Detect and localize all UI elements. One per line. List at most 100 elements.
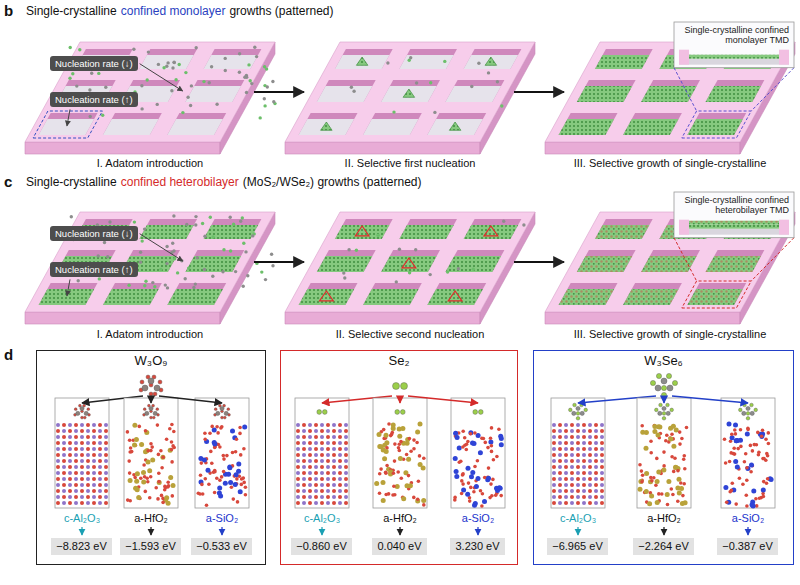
- illustration-part: [143, 284, 146, 287]
- illustration-part: [296, 423, 300, 427]
- illustration-part: [338, 447, 342, 451]
- illustration-part: [302, 453, 306, 457]
- atom: [742, 411, 746, 415]
- illustration-part: [296, 501, 300, 505]
- illustration-part: [101, 114, 104, 117]
- illustration-part: [62, 459, 66, 463]
- node-text: Single-crystalline confined monolayer TM…: [679, 25, 789, 46]
- energy-value: −0.860 eV: [296, 540, 346, 552]
- illustration-part: [232, 497, 236, 501]
- illustration-part: [570, 435, 574, 439]
- illustration-part: [582, 471, 586, 475]
- illustration-part: [545, 42, 795, 142]
- illustration-part: [588, 477, 592, 481]
- nucleus: [355, 226, 369, 236]
- illustration-part: [246, 274, 249, 277]
- trench-floor: [445, 256, 501, 272]
- illustration-part: [224, 57, 227, 60]
- illustration-part: [320, 459, 324, 463]
- illustration-part: [600, 441, 604, 445]
- illustration-part: [552, 483, 556, 487]
- illustration-part: [648, 479, 653, 484]
- heading-text: Single-crystalline: [26, 5, 117, 19]
- illustration-part: [210, 461, 214, 465]
- illustration-part: [97, 72, 100, 75]
- illustration-part: [62, 471, 66, 475]
- illustration-part: [222, 454, 226, 458]
- illustration-part: [296, 435, 300, 439]
- illustration-part: [644, 489, 649, 494]
- illustration-part: [417, 479, 421, 483]
- illustration-part: [86, 501, 90, 505]
- illustration-part: [160, 494, 164, 498]
- illustration-part: [662, 450, 666, 454]
- atom: [140, 380, 144, 384]
- illustration-part: [344, 471, 348, 475]
- illustration-part: [564, 465, 568, 469]
- trench-wall: [706, 80, 765, 102]
- illustration-part: [168, 427, 172, 431]
- illustration-part: [656, 470, 661, 475]
- trench-floor: [445, 86, 501, 102]
- illustration-part: [161, 501, 165, 505]
- illustration-part: [558, 465, 562, 469]
- illustration-part: [673, 456, 677, 460]
- node-text: Single-crystalline confined heterobilaye…: [679, 195, 789, 216]
- illustration-part: [332, 477, 336, 481]
- illustration-part: [386, 61, 389, 64]
- illustration-part: [666, 479, 671, 484]
- illustration-part: [244, 493, 248, 497]
- energy-arrow: [663, 527, 664, 535]
- illustration-part: [761, 429, 765, 433]
- illustration-part: [80, 453, 84, 457]
- illustration-part: [476, 476, 481, 481]
- illustration-part: [344, 447, 348, 451]
- trench-wall: [706, 250, 765, 272]
- illustration-part: [104, 459, 108, 463]
- illustration-part: [558, 447, 562, 451]
- illustration-part: [570, 453, 574, 457]
- illustration-part: [308, 483, 312, 487]
- slab-frame: [551, 398, 605, 508]
- atom: [148, 378, 154, 384]
- illustration-part: [86, 489, 90, 493]
- illustration-part: [326, 423, 330, 427]
- illustration-part: [126, 430, 130, 434]
- illustration-part: [422, 503, 426, 507]
- illustration-part: [681, 494, 685, 498]
- trench-wall: [363, 113, 422, 135]
- illustration-part: [338, 489, 342, 493]
- illustration-part: [92, 453, 96, 457]
- energy-arrow: [477, 527, 478, 535]
- illustration-part: [62, 429, 66, 433]
- illustration-part: [489, 482, 493, 486]
- callout-box: Nucleation rate (↑): [50, 92, 138, 107]
- illustration-part: [552, 495, 556, 499]
- step-arrow: [514, 261, 564, 263]
- illustration-part: [80, 435, 84, 439]
- illustration-part: [270, 253, 273, 256]
- illustration-part: [62, 495, 66, 499]
- illustration-part: [140, 107, 143, 110]
- illustration-part: [74, 423, 78, 427]
- illustration-part: [74, 429, 78, 433]
- illustration-part: [92, 465, 96, 469]
- trench-wall: [687, 113, 746, 135]
- energy-value: 3.230 eV: [455, 540, 499, 552]
- illustration-part: [170, 423, 174, 427]
- illustration-part: [132, 48, 135, 51]
- illustration-part: [416, 497, 420, 501]
- illustration-part: [668, 437, 673, 442]
- step-arrow: [514, 91, 564, 93]
- atom: [580, 411, 584, 415]
- trench-wall: [445, 250, 504, 272]
- illustration-part: [320, 501, 324, 505]
- illustration-part: [738, 476, 742, 480]
- illustration-part: [582, 459, 586, 463]
- illustration-part: [405, 453, 409, 457]
- atom: [322, 410, 327, 415]
- zoom-line: [674, 68, 697, 111]
- illustration-part: [338, 459, 342, 463]
- illustration-part: [588, 483, 592, 487]
